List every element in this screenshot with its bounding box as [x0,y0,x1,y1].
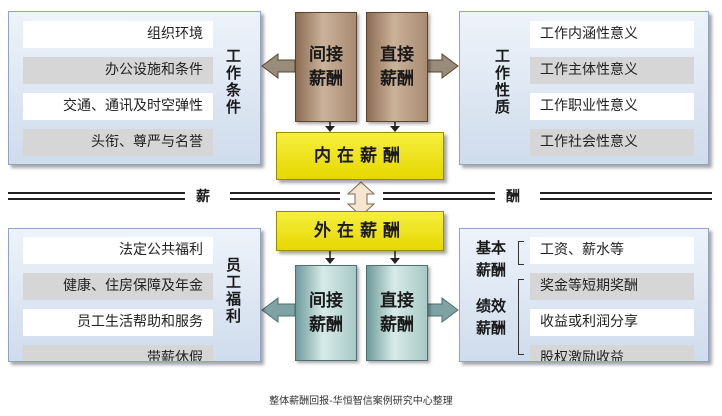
work-nature-label: 工作性质 [493,48,511,116]
work-conditions-label: 工作条件 [224,48,242,116]
figure-caption: 整体薪酬回报-华恒智信案例研究中心整理 [269,396,453,407]
performance-pay-label: 绩效薪酬 [476,297,507,337]
welfare-item: 员工生活帮助和服务 [23,309,213,336]
performance-pay-brace [518,279,524,355]
work-condition-item: 办公设施和条件 [23,57,213,84]
arrow-right-bottom [423,297,459,323]
divider-left-char: 薪 [190,186,216,206]
work-nature-panel: 工作性质 工作内涵性意义 工作主体性意义 工作职业性意义 工作社会性意义 [459,11,709,165]
work-nature-item: 工作社会性意义 [530,129,694,156]
work-conditions-panel: 组织环境 办公设施和条件 交通、通讯及时空弹性 头衔、尊严与名誉 工作条件 [8,11,261,165]
pay-components-panel: 基本薪酬 绩效薪酬 工资、薪水等 奖金等短期奖酬 收益或利润分享 股权激励收益 [459,228,709,362]
pay-component-item: 奖金等短期奖酬 [530,273,694,300]
work-condition-item: 交通、通讯及时空弹性 [23,93,213,120]
top-indirect-pay: 间接薪酬 [295,12,357,122]
work-nature-item: 工作内涵性意义 [530,21,694,48]
bottom-direct-pay: 直接薪酬 [366,265,428,361]
extrinsic-pay-box: 外在薪酬 [276,211,444,251]
top-indirect-label: 间接薪酬 [309,45,343,89]
divider-right-char: 酬 [500,186,526,206]
work-nature-item: 工作职业性意义 [530,93,694,120]
intrinsic-pay-box: 内在薪酬 [276,132,444,180]
arrow-left-bottom [261,297,296,323]
work-condition-item: 组织环境 [23,21,213,48]
bottom-indirect-pay: 间接薪酬 [295,265,357,361]
top-direct-label: 直接薪酬 [380,45,414,89]
base-pay-brace [518,241,524,265]
top-direct-pay: 直接薪酬 [366,12,428,122]
employee-welfare-label: 员工福利 [224,257,242,325]
work-nature-item: 工作主体性意义 [530,57,694,84]
pay-component-item: 工资、薪水等 [530,237,694,264]
welfare-item: 带薪休假 [23,345,213,361]
welfare-item: 健康、住房保障及年金 [23,273,213,300]
arrow-left-top [261,53,296,79]
base-pay-label: 基本薪酬 [476,239,507,279]
pay-component-item: 股权激励收益 [530,345,694,361]
welfare-item: 法定公共福利 [23,237,213,264]
bottom-indirect-label: 间接薪酬 [309,291,343,335]
employee-welfare-panel: 法定公共福利 健康、住房保障及年金 员工生活帮助和服务 带薪休假 员工福利 [8,228,261,362]
pay-component-item: 收益或利润分享 [530,309,694,336]
bottom-direct-label: 直接薪酬 [380,291,414,335]
arrow-right-top [423,53,459,79]
work-condition-item: 头衔、尊严与名誉 [23,129,213,156]
